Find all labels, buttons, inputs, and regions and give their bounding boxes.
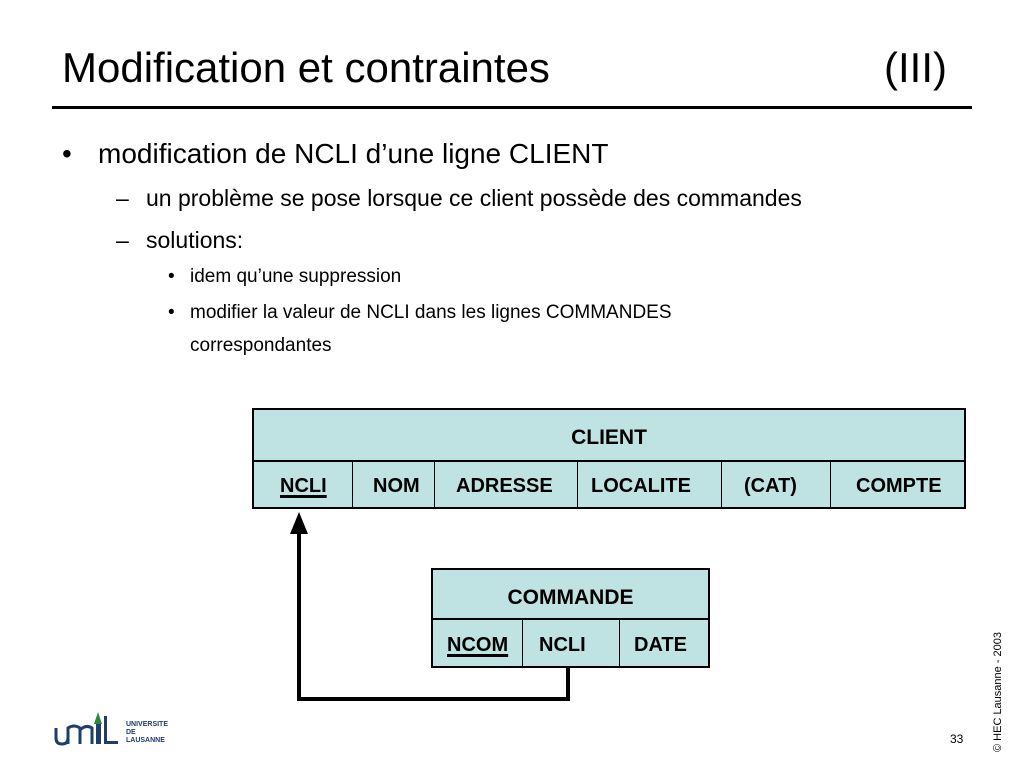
commande-table-divider	[433, 618, 708, 620]
client-table: CLIENT NCLI NOM ADRESSE LOCALITE (CAT) C…	[252, 408, 966, 509]
unil-logo: UNIVERSITE DE LAUSANNE	[54, 712, 168, 746]
client-column-cat: (CAT)	[744, 475, 797, 497]
column-separator	[830, 462, 831, 509]
sub-bullet-text: solutions:	[146, 227, 244, 253]
sub-bullet-marker: –	[116, 185, 129, 211]
item-marker: •	[168, 266, 175, 287]
item-marker: •	[168, 302, 175, 323]
sub-bullet-text: un problème se pose lorsque ce client po…	[146, 185, 802, 211]
client-table-divider	[254, 460, 964, 462]
item-text: modifier la valeur de NCLI dans les lign…	[190, 302, 672, 323]
title-divider	[52, 106, 972, 109]
bullet-text: modification de NCLI d’une ligne CLIENT	[98, 138, 609, 169]
arrow-head-icon	[290, 512, 308, 534]
commande-table: COMMANDE NCOM NCLI DATE	[431, 568, 710, 668]
slide-title: Modification et contraintes	[62, 44, 550, 91]
column-separator	[721, 462, 722, 509]
column-separator	[522, 620, 523, 668]
column-separator	[619, 620, 620, 668]
commande-column-ncli: NCLI	[539, 634, 586, 656]
copyright-notice: © HEC Lausanne - 2003	[992, 631, 1004, 752]
commande-table-name: COMMANDE	[507, 586, 634, 609]
client-column-compte: COMPTE	[856, 475, 942, 497]
client-column-nom: NOM	[373, 475, 420, 497]
commande-column-date: DATE	[634, 634, 687, 656]
client-column-adresse: ADRESSE	[456, 475, 553, 497]
bullet-marker: •	[62, 138, 72, 169]
client-column-ncli: NCLI	[280, 475, 327, 497]
foreign-key-line	[297, 530, 570, 701]
sub-bullet-marker: –	[116, 227, 129, 253]
slide-title-number: (III)	[884, 44, 947, 91]
column-separator	[352, 462, 353, 509]
item-text-continuation: correspondantes	[190, 335, 332, 356]
client-column-localite: LOCALITE	[591, 475, 691, 497]
logo-text-line: UNIVERSITE	[126, 721, 168, 728]
logo-text-line: DE	[126, 729, 136, 736]
commande-column-ncom: NCOM	[447, 634, 509, 656]
item-text: idem qu’une suppression	[190, 266, 402, 287]
column-separator	[434, 462, 435, 509]
column-separator	[577, 462, 578, 509]
client-table-name: CLIENT	[571, 426, 647, 449]
logo-text-line: LAUSANNE	[126, 737, 165, 744]
page-number: 33	[950, 732, 964, 746]
